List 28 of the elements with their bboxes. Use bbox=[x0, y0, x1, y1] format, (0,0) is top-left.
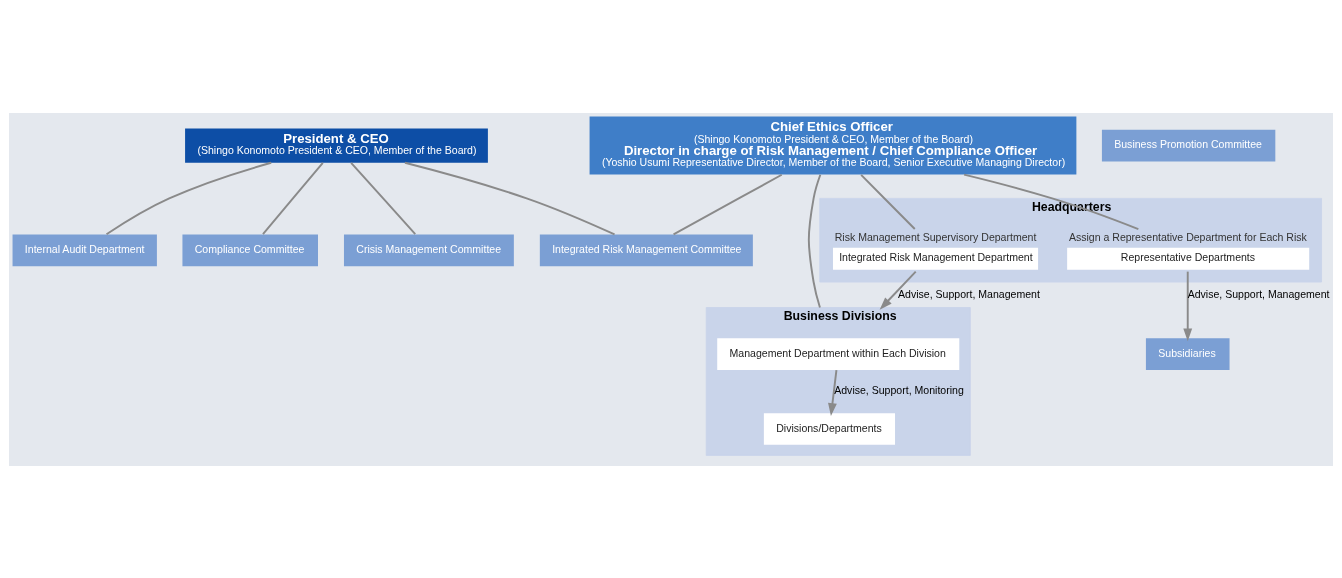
node-box: Subsidiaries bbox=[1145, 337, 1230, 370]
connector bbox=[963, 173, 1140, 230]
node-box: Representative Departments bbox=[1067, 247, 1310, 270]
arrow bbox=[1183, 270, 1193, 341]
connector bbox=[105, 161, 273, 235]
connector bbox=[262, 161, 324, 235]
arrow bbox=[828, 368, 838, 416]
node-box: Chief Ethics Officer (Shingo Konomoto President & CEO, Member of the Board) Director in charge of Risk Management / Chief Compliance Officer (Yoshio Usumi Representative Director, Member of the Board, Senior Executive Managing Director) bbox=[589, 116, 1077, 175]
edge-label: Advise, Support, Management bbox=[1187, 287, 1330, 300]
connector bbox=[672, 173, 783, 235]
node-box: Business Promotion Committee bbox=[1101, 129, 1276, 161]
connector bbox=[350, 161, 417, 235]
arrow bbox=[879, 270, 917, 310]
edge-label: Advise, Support, Monitoring bbox=[834, 383, 964, 396]
connector bbox=[403, 161, 616, 235]
node-box: Integrated Risk Management Committee bbox=[539, 234, 753, 266]
node-box: Integrated Risk Management Department bbox=[833, 247, 1039, 270]
node-box: Compliance Committee bbox=[182, 234, 318, 266]
connector bbox=[860, 173, 916, 230]
node-box: Divisions/Departments bbox=[763, 412, 896, 445]
edge-label: Advise, Support, Management bbox=[898, 287, 1040, 300]
node-label: Risk Management Supervisory Department bbox=[834, 230, 1037, 243]
node-box: Internal Audit Department bbox=[12, 234, 157, 266]
connector bbox=[807, 173, 822, 309]
node-box: President & CEO (Shingo Konomoto President & CEO, Member of the Board) bbox=[185, 127, 488, 163]
node-box: Crisis Management Committee bbox=[343, 234, 514, 266]
node-label: Assign a Representative Department for Each Risk bbox=[1068, 230, 1307, 243]
node-box: Management Department within Each Division bbox=[717, 337, 960, 370]
